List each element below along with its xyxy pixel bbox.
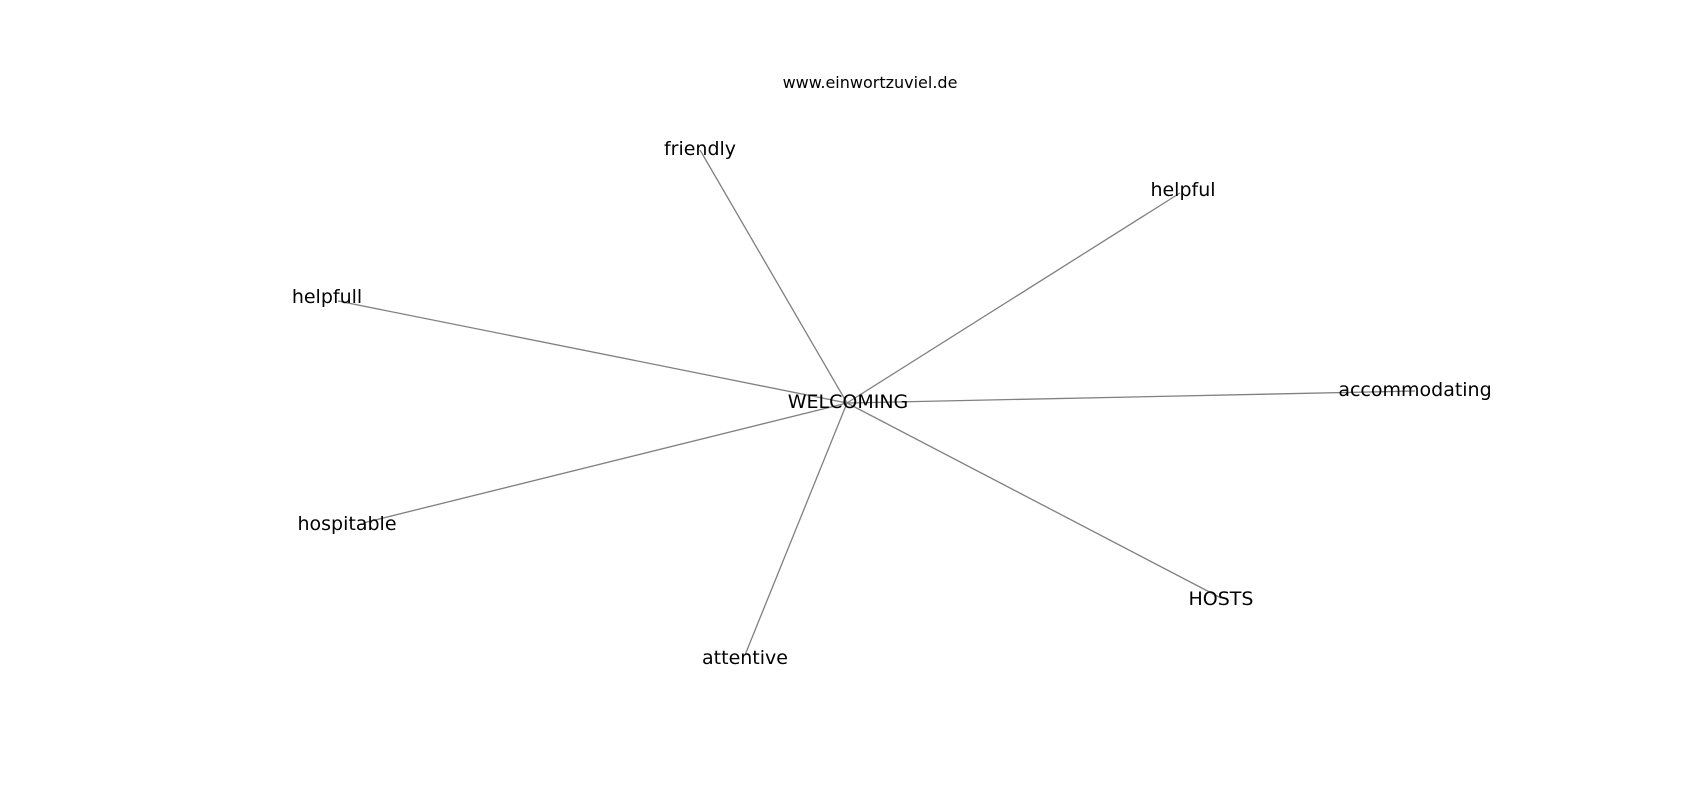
edge-welcoming-helpfull (337, 300, 848, 404)
edge-welcoming-hospitable (362, 402, 848, 524)
edge-welcoming-accommodating (846, 390, 1416, 404)
node-hosts: HOSTS (1189, 588, 1254, 610)
edge-welcoming-friendly (699, 149, 848, 404)
edges-group (337, 149, 1416, 656)
edge-welcoming-hosts (846, 402, 1222, 599)
site-url-label: www.einwortzuviel.de (783, 73, 958, 92)
node-helpful: helpful (1150, 179, 1215, 201)
edge-welcoming-attentive (744, 402, 848, 656)
node-helpfull: helpfull (292, 286, 362, 308)
node-accommodating: accommodating (1338, 379, 1491, 401)
node-welcoming: WELCOMING (788, 391, 909, 413)
node-attentive: attentive (702, 647, 788, 669)
edge-welcoming-helpful (846, 192, 1181, 404)
node-hospitable: hospitable (297, 513, 396, 535)
nodes-group: WELCOMING friendly helpful helpfull acco… (292, 138, 1492, 669)
node-friendly: friendly (664, 138, 736, 160)
